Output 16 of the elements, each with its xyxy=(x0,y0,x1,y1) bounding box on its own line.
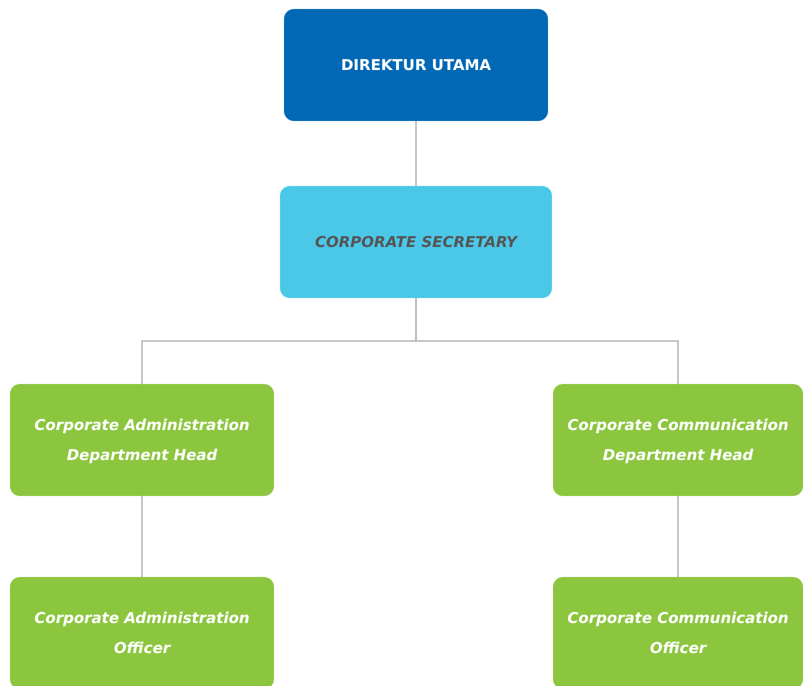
connector-line xyxy=(415,121,417,186)
node-label: CORPORATE SECRETARY xyxy=(314,232,518,253)
connector-line xyxy=(677,496,679,577)
secretary-box xyxy=(280,186,552,298)
node-label: Corporate Communication Department Head xyxy=(566,415,790,466)
node-label: Corporate Communication Officer xyxy=(566,608,790,659)
unit-box xyxy=(10,384,274,496)
node-label: DIREKTUR UTAMA xyxy=(340,55,492,76)
node-label: Corporate Administration Officer xyxy=(33,608,251,659)
node-label: Corporate Administration Department Head xyxy=(33,415,251,466)
director-box xyxy=(284,9,548,121)
unit-box xyxy=(10,577,274,686)
unit-box xyxy=(553,384,803,496)
connector-line xyxy=(141,496,143,577)
connector-line xyxy=(415,298,679,384)
unit-box xyxy=(553,577,803,686)
